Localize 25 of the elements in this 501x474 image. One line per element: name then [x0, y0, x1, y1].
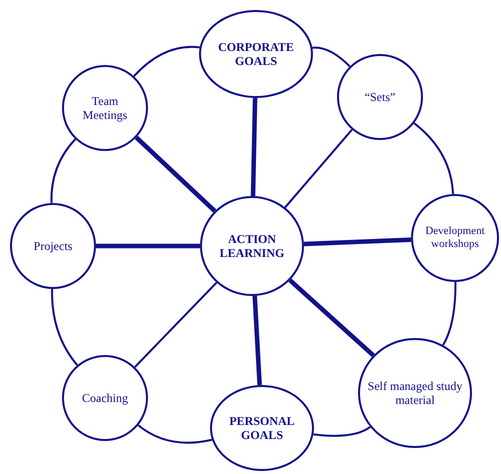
- connector-line: [51, 288, 78, 366]
- connector-line: [50, 138, 76, 204]
- connector-line: [250, 98, 258, 196]
- node-label: ACTION LEARNING: [218, 232, 286, 260]
- connector-line: [304, 237, 412, 246]
- connector-line: [138, 424, 212, 444]
- node-label: Development workshops: [424, 224, 486, 252]
- connector-line: [252, 296, 262, 386]
- node-label: “Sets”: [364, 90, 396, 104]
- node-label: Team Meetings: [82, 94, 128, 122]
- node-label: Self managed study material: [366, 378, 464, 408]
- connector-line: [133, 46, 200, 77]
- node-label: CORPORATE GOALS: [217, 40, 295, 68]
- connector-line: [313, 426, 371, 437]
- connector-line: [288, 278, 375, 358]
- node-label: PERSONAL GOALS: [228, 414, 296, 442]
- node-label: Projects: [34, 238, 72, 254]
- node-label: Coaching: [82, 390, 128, 406]
- connector-line: [284, 128, 353, 208]
- connector-line: [312, 46, 350, 68]
- connector-line: [413, 122, 454, 194]
- connector-line: [96, 244, 200, 248]
- connector-line: [442, 282, 456, 346]
- connector-line: [134, 136, 216, 213]
- connector-line: [134, 282, 218, 368]
